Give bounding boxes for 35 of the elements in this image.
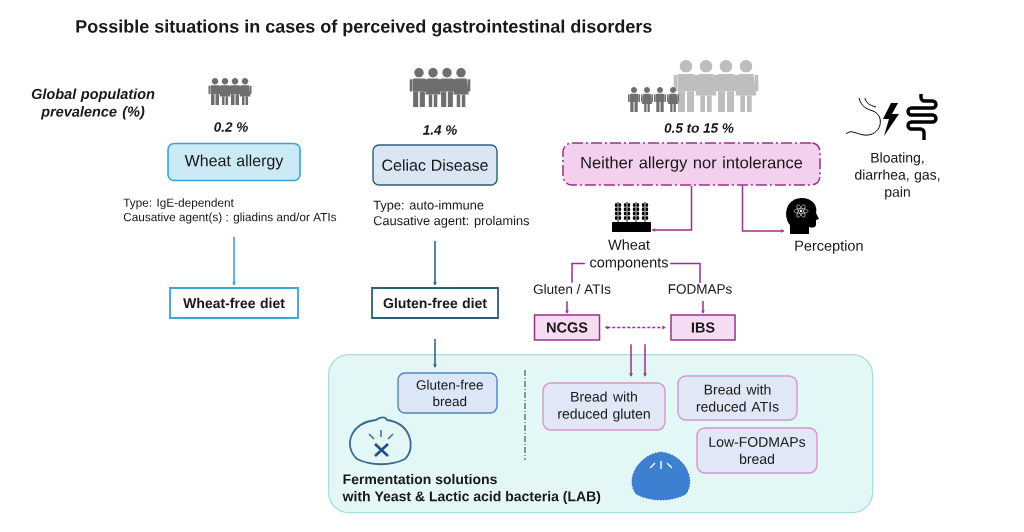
- bread-box: Low-FODMAPs bread: [696, 427, 818, 474]
- symptom-label: Bloating, diarrhea, gas, pain: [855, 152, 940, 200]
- arrow: [643, 343, 647, 377]
- bracket-line: [669, 262, 701, 284]
- arrow: [651, 185, 693, 232]
- row-heading: Global population prevalence (%): [31, 88, 155, 120]
- syndrome-box: IBS: [670, 314, 736, 341]
- condition-box: Celiac Disease: [372, 144, 498, 186]
- title: Possible situations in cases of perceived gastrointestinal disorders: [76, 19, 652, 37]
- diet-box: Wheat-free diet: [169, 287, 299, 319]
- percentage-label: 1.4 %: [422, 125, 457, 135]
- arrow: [741, 185, 785, 233]
- description-text: Type: auto-immune Causative agent: prolamins: [373, 200, 529, 228]
- bread-box: Bread with reduced gluten: [542, 382, 666, 431]
- component-label: FODMAPs: [668, 284, 732, 294]
- percentage-label: 0.2 %: [214, 122, 248, 132]
- bracket-line: [571, 262, 586, 284]
- condition-box: Wheat allergy: [167, 142, 301, 182]
- arrow: [701, 300, 705, 314]
- arrow: [604, 325, 666, 330]
- syndrome-box: NCGS: [533, 314, 601, 341]
- perception-label: Perception: [795, 240, 863, 254]
- arrow: [629, 343, 633, 377]
- component-label: Gluten / ATIs: [533, 284, 611, 294]
- bread-box: Bread with reduced ATIs: [677, 375, 798, 421]
- arrow: [232, 236, 236, 286]
- percentage-label: 0.5 to 15 %: [664, 123, 734, 133]
- condition-box: Neither allergy nor intolerance: [562, 142, 821, 186]
- arrow: [565, 300, 569, 314]
- diet-box: Gluten-free diet: [371, 287, 499, 319]
- description-text: Type: IgE-dependent Causative agent(s) : gliadins and/or ATIs: [123, 198, 337, 224]
- arrow: [433, 338, 437, 368]
- bread-box: Gluten-free bread: [397, 372, 498, 414]
- component-label: Wheat components: [590, 239, 668, 271]
- arrow: [433, 240, 437, 286]
